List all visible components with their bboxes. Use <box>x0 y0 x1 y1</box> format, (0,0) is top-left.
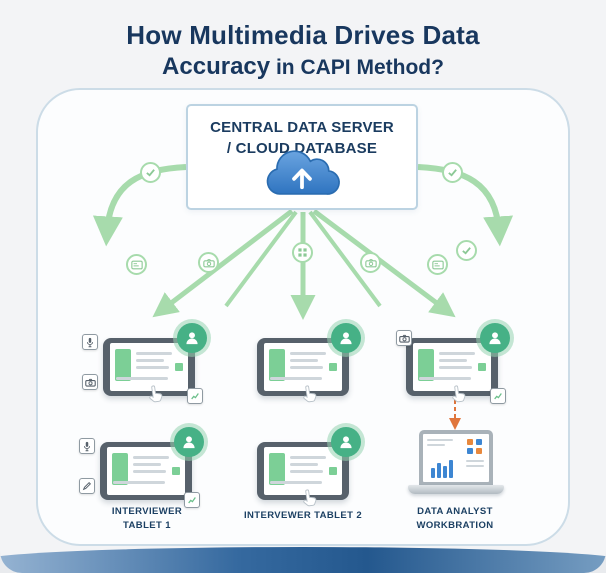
content-block <box>115 349 131 381</box>
label-interviewer-tablet-1: INTERVIEWER TABLET 1 <box>97 505 197 534</box>
label-data-analyst: DATA ANALYST WORKBRATION <box>405 505 505 534</box>
avatar <box>174 427 204 457</box>
camera-chip <box>82 374 98 390</box>
label-line: WORKBRATION <box>416 520 494 532</box>
analyst-laptop <box>408 430 504 500</box>
chart-tile <box>476 439 482 445</box>
analyst-tablet-top <box>396 323 510 404</box>
camera-icon <box>398 334 410 343</box>
tablet-body <box>103 338 195 396</box>
person-icon <box>340 332 352 345</box>
grid-badge <box>292 242 313 263</box>
tablet-screen <box>107 447 185 495</box>
cloud-upload-icon <box>256 145 348 206</box>
check-badge <box>140 162 161 183</box>
label-line: INTERVIEWER <box>111 506 183 517</box>
label-line: TABLET 1 <box>123 520 171 532</box>
hand-tap-icon <box>144 382 169 407</box>
camera-badge <box>360 252 381 273</box>
content-block <box>269 453 285 485</box>
interviewer-tablet-2-bottom <box>257 427 361 507</box>
page-title: How Multimedia Drives Data Accuracy in C… <box>0 20 606 81</box>
chart-bar <box>437 463 441 478</box>
mic-chip <box>82 334 98 350</box>
label-interviewer-tablet-2: INTERVEWER TABLET 2 <box>228 509 378 523</box>
check-icon <box>462 247 471 255</box>
laptop-screen <box>419 430 493 486</box>
title-line1: How Multimedia Drives Data <box>126 20 480 50</box>
bottom-ribbon <box>0 547 606 573</box>
id-card-badge <box>126 254 147 275</box>
check-badge <box>456 240 477 261</box>
laptop-base <box>408 485 504 494</box>
interviewer-tablet-2-top <box>257 323 361 403</box>
title-rest: in CAPI Method? <box>270 56 444 79</box>
label-line: INTERVEWER TABLET 2 <box>243 510 363 521</box>
server-label-line1: CENTRAL DATA SERVER <box>210 119 394 136</box>
mic-chip <box>79 438 95 454</box>
chart-bar <box>443 466 447 478</box>
chart-icon <box>188 497 196 504</box>
id-card-icon <box>130 260 143 269</box>
title-line2: Accuracy in CAPI Method? <box>0 53 606 81</box>
camera-icon <box>202 258 215 267</box>
server-label-line2: / CLOUD DATABASE <box>226 140 378 157</box>
content-block <box>269 349 285 381</box>
person-icon <box>183 436 195 449</box>
id-card-badge <box>427 254 448 275</box>
avatar <box>177 323 207 353</box>
camera-icon <box>364 258 377 267</box>
check-icon <box>146 169 155 177</box>
avatar <box>331 323 361 353</box>
tablet-screen <box>413 343 491 391</box>
laptop-display <box>423 434 489 482</box>
chart-chip <box>184 492 200 508</box>
chart-tile <box>467 448 473 454</box>
chart-icon <box>191 393 199 400</box>
person-icon <box>186 332 198 345</box>
chart-tile <box>467 439 473 445</box>
hand-tap-icon <box>298 486 323 511</box>
tablet-screen <box>110 343 188 391</box>
tablet-body <box>406 338 498 396</box>
tablet-screen <box>264 343 342 391</box>
person-icon <box>340 436 352 449</box>
camera-chip <box>396 330 412 346</box>
camera-badge <box>198 252 219 273</box>
chart-chip <box>490 388 506 404</box>
check-icon <box>448 169 457 177</box>
title-accent: Accuracy <box>162 53 271 80</box>
mic-icon <box>84 441 90 451</box>
interviewer-tablet-1-top <box>82 323 207 404</box>
chart-icon <box>494 393 502 400</box>
camera-icon <box>84 378 96 387</box>
chart-bar <box>431 468 435 478</box>
tablet-screen <box>264 447 342 495</box>
hand-tap-icon <box>298 382 323 407</box>
interviewer-tablet-1-bottom <box>79 427 204 508</box>
chart-bar <box>449 460 453 478</box>
chart-tile <box>476 448 482 454</box>
label-line: DATA ANALYST <box>417 506 493 517</box>
pen-icon <box>82 481 92 491</box>
check-badge <box>442 162 463 183</box>
chart-chip <box>187 388 203 404</box>
pen-chip <box>79 478 95 494</box>
content-block <box>112 453 128 485</box>
central-server-box: CENTRAL DATA SERVER / CLOUD DATABASE <box>186 104 418 210</box>
content-block <box>418 349 434 381</box>
avatar <box>480 323 510 353</box>
server-label: CENTRAL DATA SERVER / CLOUD DATABASE <box>188 117 416 159</box>
person-icon <box>489 332 501 345</box>
id-card-icon <box>431 260 444 269</box>
mic-icon <box>87 337 93 347</box>
avatar <box>331 427 361 457</box>
grid-icon <box>298 248 307 257</box>
hand-tap-icon <box>447 382 472 407</box>
